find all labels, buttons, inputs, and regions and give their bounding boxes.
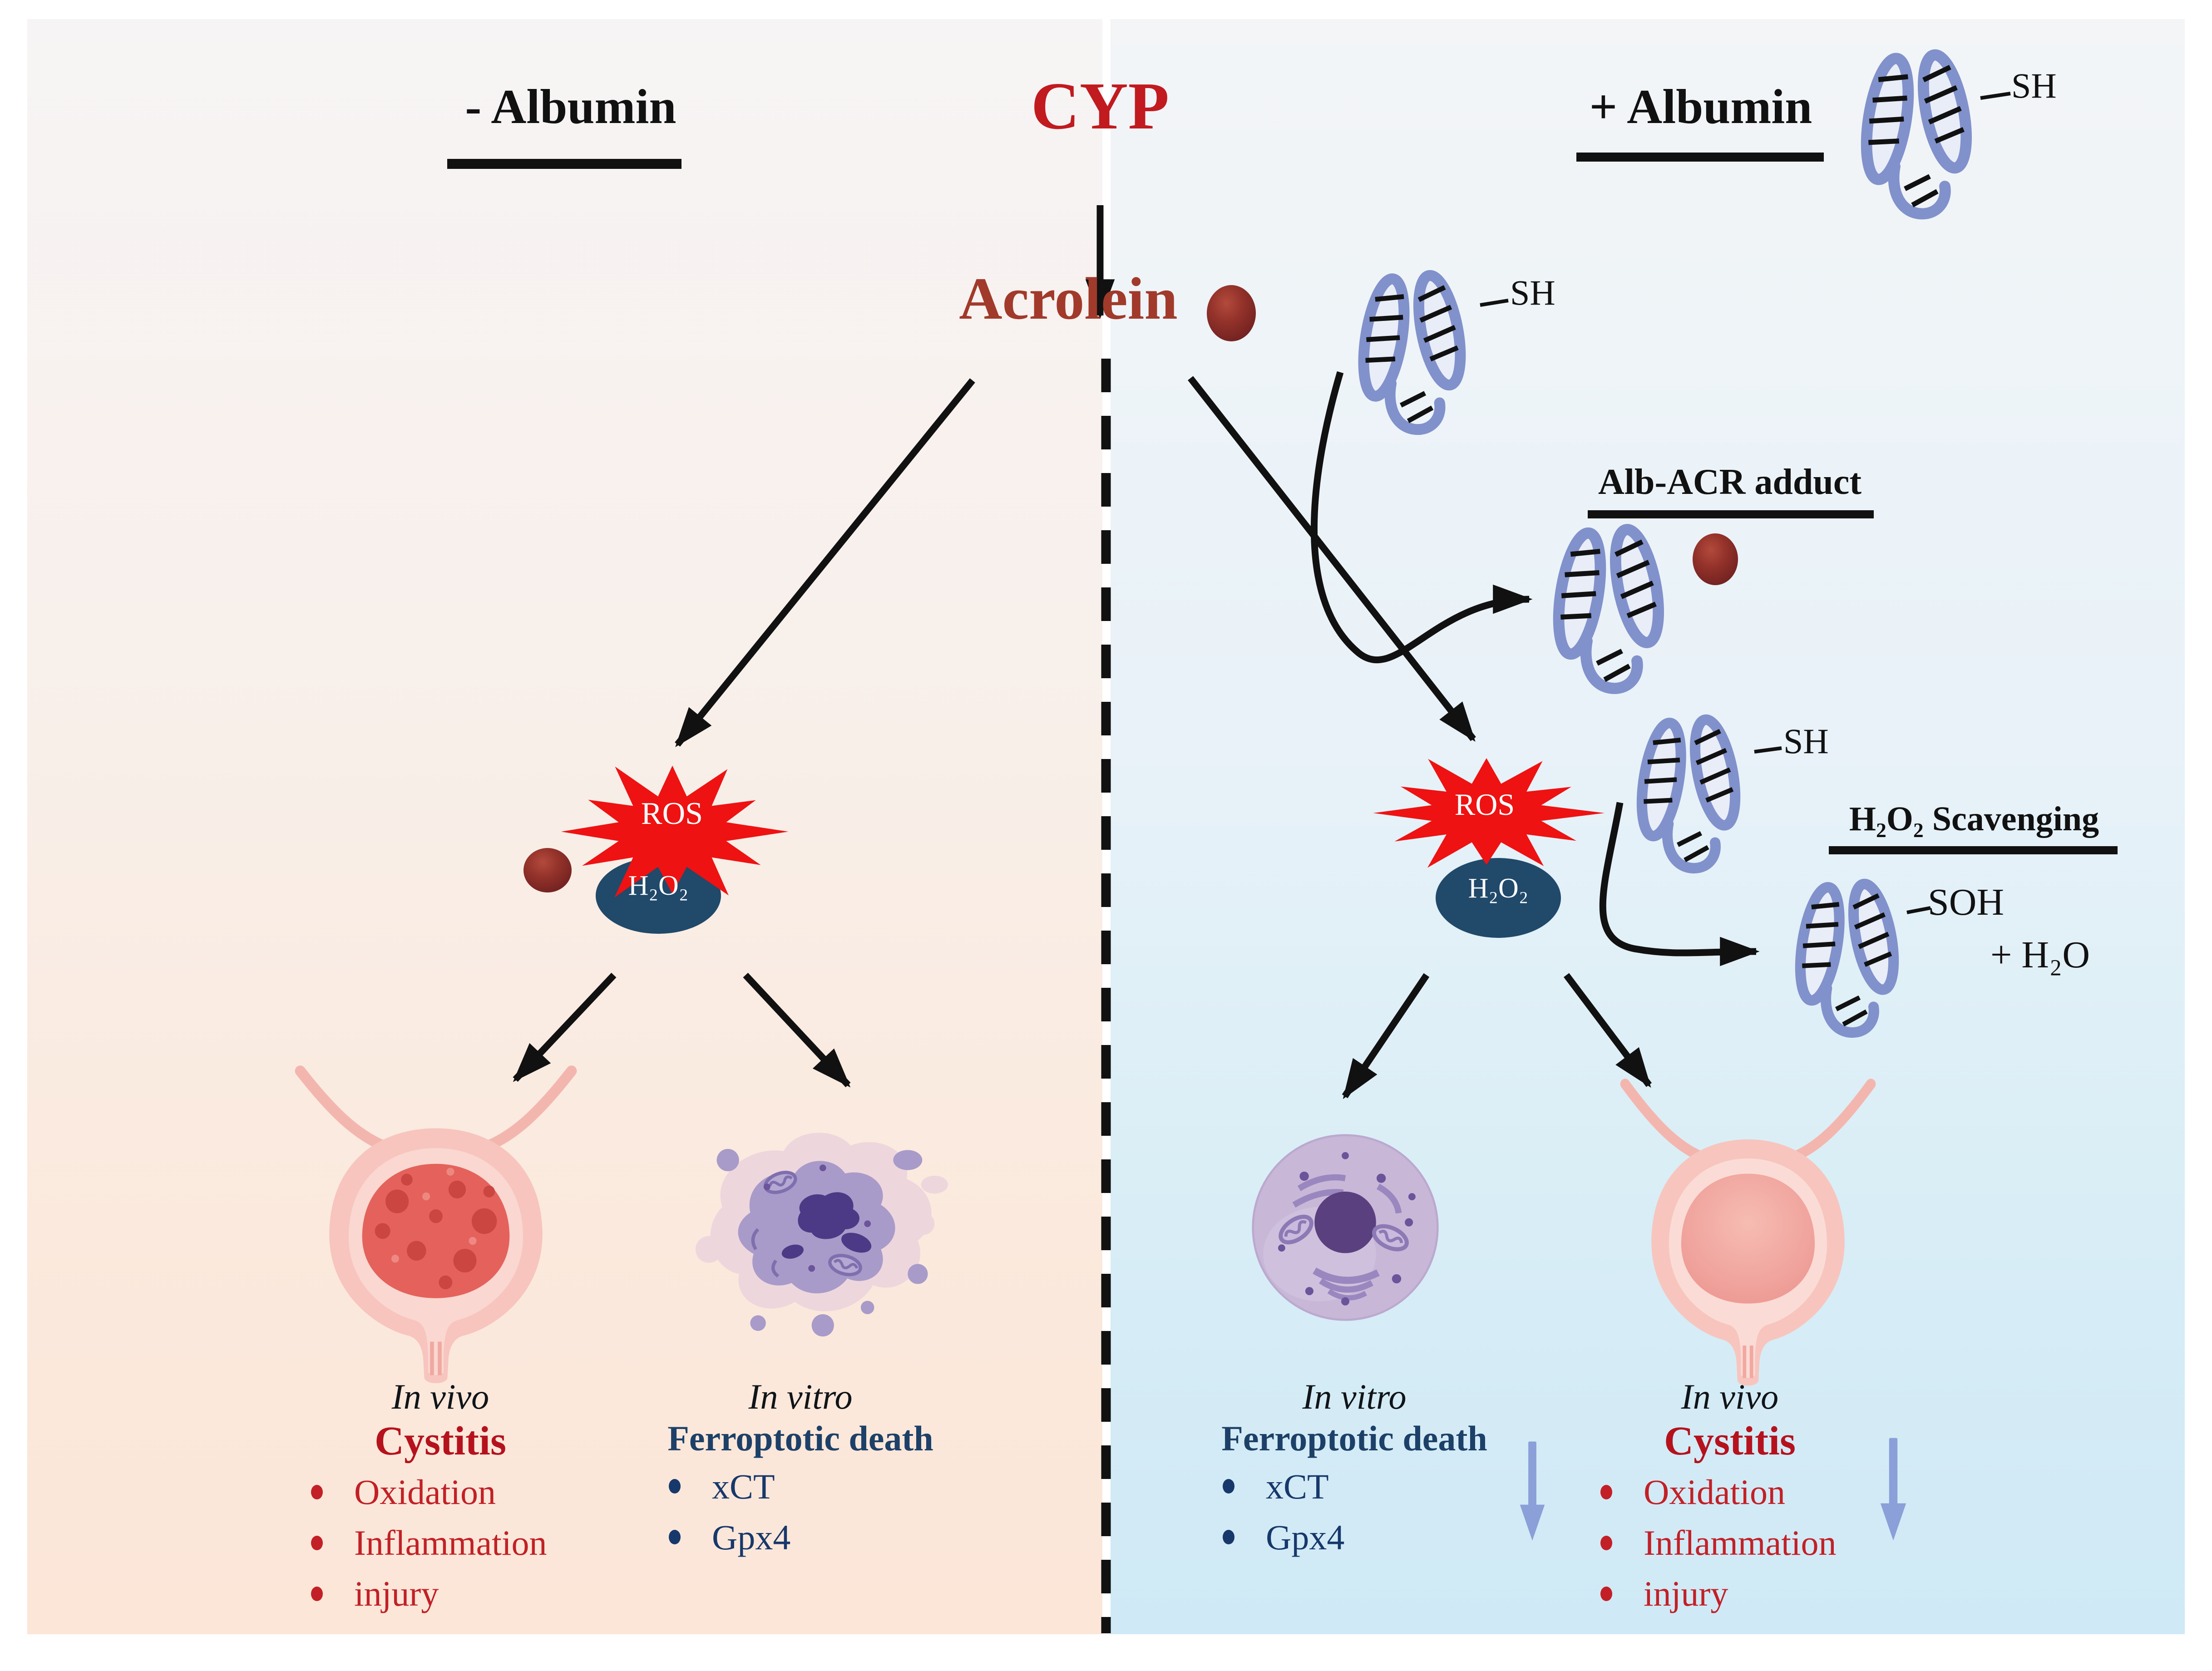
plus-h2o-label: + H₂O [1990,934,2090,976]
ros-label-left: ROS [641,796,703,831]
acrolein-molecule-adduct [1693,533,1738,585]
healthy-bladder-icon [1625,1084,1871,1386]
left-in-vivo-block: In vivo Cystitis Oxidation Inflammation … [286,1378,595,1625]
right-ferroptotic-heading: Ferroptotic death [1221,1418,1487,1458]
arrow-layer [513,205,1760,1099]
albumin-icon-free-sh [1357,272,1468,429]
decrease-arrow-cystitis [1880,1438,1906,1541]
list-item: Oxidation [1575,1473,1884,1512]
albumin-icon-top-right [1859,51,1974,214]
arrow-left-ros-to-cell [743,972,851,1088]
plus-albumin-underline [1576,153,1824,162]
list-item: injury [286,1574,595,1613]
right-in-vivo-block: In vivo Cystitis Oxidation Inflammation … [1575,1378,1884,1625]
right-in-vivo-label: In vivo [1681,1377,1779,1416]
h2o2-scavenging-title: H₂O₂ Scavenging [1849,800,2099,838]
sh-label-near-ros: SH [1783,721,1829,761]
inflamed-bladder-icon [300,1071,571,1383]
plus-albumin-title: + Albumin [1589,80,1812,134]
arrow-left-ros-to-bladder [513,972,617,1082]
right-in-vitro-block: In vitro Ferroptotic death xCT Gpx4 [1198,1378,1511,1568]
acrolein-molecule-left-ros [523,848,572,892]
ferroptotic-cell-icon [696,1133,948,1336]
cyp-label: CYP [1031,69,1170,143]
acrolein-molecule-icon [1207,285,1256,341]
alb-acr-adduct-title: Alb-ACR adduct [1598,462,1862,502]
right-ferroptotic-list: xCT Gpx4 [1198,1467,1511,1557]
list-item: xCT [644,1467,957,1506]
h2o2-label-right: H₂O₂ [1468,873,1529,904]
h2o2-label-left: H₂O₂ [628,870,689,901]
arrow-albumin-acrolein-to-adduct [1310,371,1533,663]
list-item: Inflammation [286,1523,595,1563]
left-ferroptotic-heading: Ferroptotic death [667,1418,933,1458]
left-in-vitro-block: In vitro Ferroptotic death xCT Gpx4 [644,1378,957,1568]
arrow-acrolein-to-left-ros [675,378,975,747]
left-in-vivo-label: In vivo [391,1377,489,1416]
list-item: xCT [1198,1467,1511,1506]
h2o2-scavenging-underline [1829,846,2118,854]
soh-label: SOH [1928,881,2005,923]
list-item: Gpx4 [1198,1518,1511,1557]
right-cystitis-list: Oxidation Inflammation injury [1575,1473,1884,1613]
left-in-vitro-label: In vitro [748,1377,853,1416]
sh-label-free: SH [1510,273,1555,312]
albumin-icon-adduct [1551,526,1666,689]
list-item: injury [1575,1574,1884,1613]
decrease-arrow-ferroptosis [1520,1441,1545,1541]
h2o2-badge-right [1436,858,1561,938]
left-cystitis-heading: Cystitis [375,1418,506,1464]
right-cystitis-heading: Cystitis [1664,1418,1796,1464]
list-item: Oxidation [286,1473,595,1512]
left-ferroptotic-list: xCT Gpx4 [644,1467,957,1557]
list-item: Gpx4 [644,1518,957,1557]
minus-albumin-title: - Albumin [465,80,676,134]
minus-albumin-underline [447,159,681,169]
arrow-h2o2-to-soh [1599,802,1760,966]
arrow-right-ros-to-bladder [1564,973,1652,1088]
right-in-vitro-label: In vitro [1302,1377,1407,1416]
healthy-cell-icon [1253,1135,1438,1320]
alb-acr-adduct-underline [1588,510,1874,518]
minus-albumin-panel [27,19,1102,1634]
ros-label-right: ROS [1454,787,1515,822]
list-item: Inflammation [1575,1523,1884,1563]
acrolein-label: Acrolein [959,265,1178,332]
sh-label-top: SH [2011,66,2057,105]
label-tick-layer [1480,92,2011,914]
albumin-icon-near-ros [1635,716,1743,868]
arrow-right-ros-to-cell [1342,973,1430,1099]
left-cystitis-list: Oxidation Inflammation injury [286,1473,595,1613]
arrow-acrolein-to-right-ros [1188,376,1476,742]
albumin-icon-soh [1793,881,1901,1032]
